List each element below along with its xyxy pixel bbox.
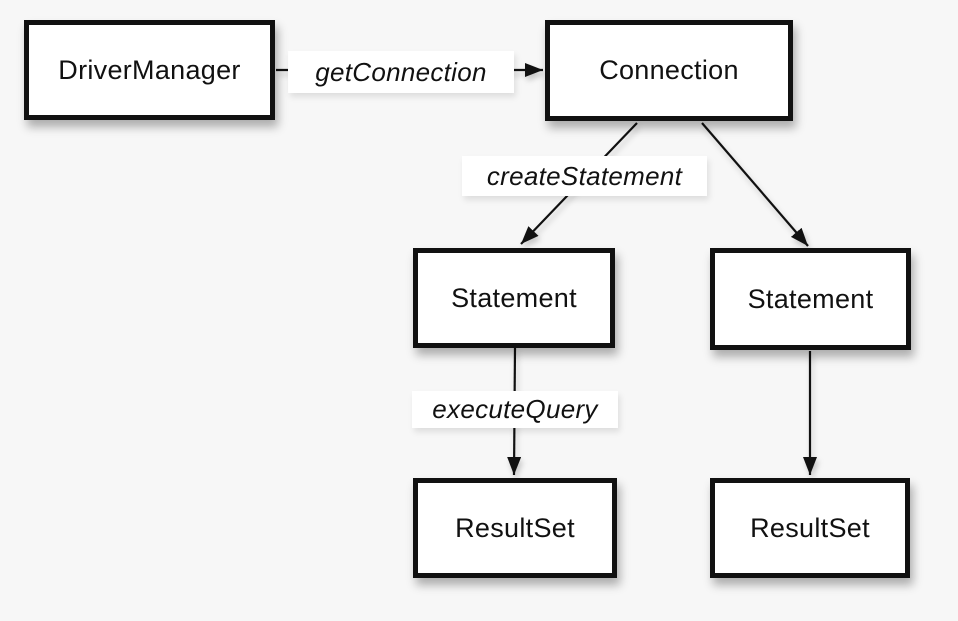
- node-statement-left: Statement: [413, 248, 615, 348]
- node-driver-manager: DriverManager: [24, 20, 275, 120]
- edge-label-getconnection: getConnection: [288, 51, 514, 93]
- edge-label-executequery: executeQuery: [412, 391, 618, 428]
- edge-label-createstatement: createStatement: [462, 156, 707, 196]
- node-resultset-left: ResultSet: [413, 478, 617, 578]
- node-resultset-right: ResultSet: [710, 478, 910, 578]
- node-connection: Connection: [545, 20, 793, 121]
- node-statement-right: Statement: [710, 248, 911, 350]
- edge-connection-to-right-statement-arrow: [701, 122, 809, 247]
